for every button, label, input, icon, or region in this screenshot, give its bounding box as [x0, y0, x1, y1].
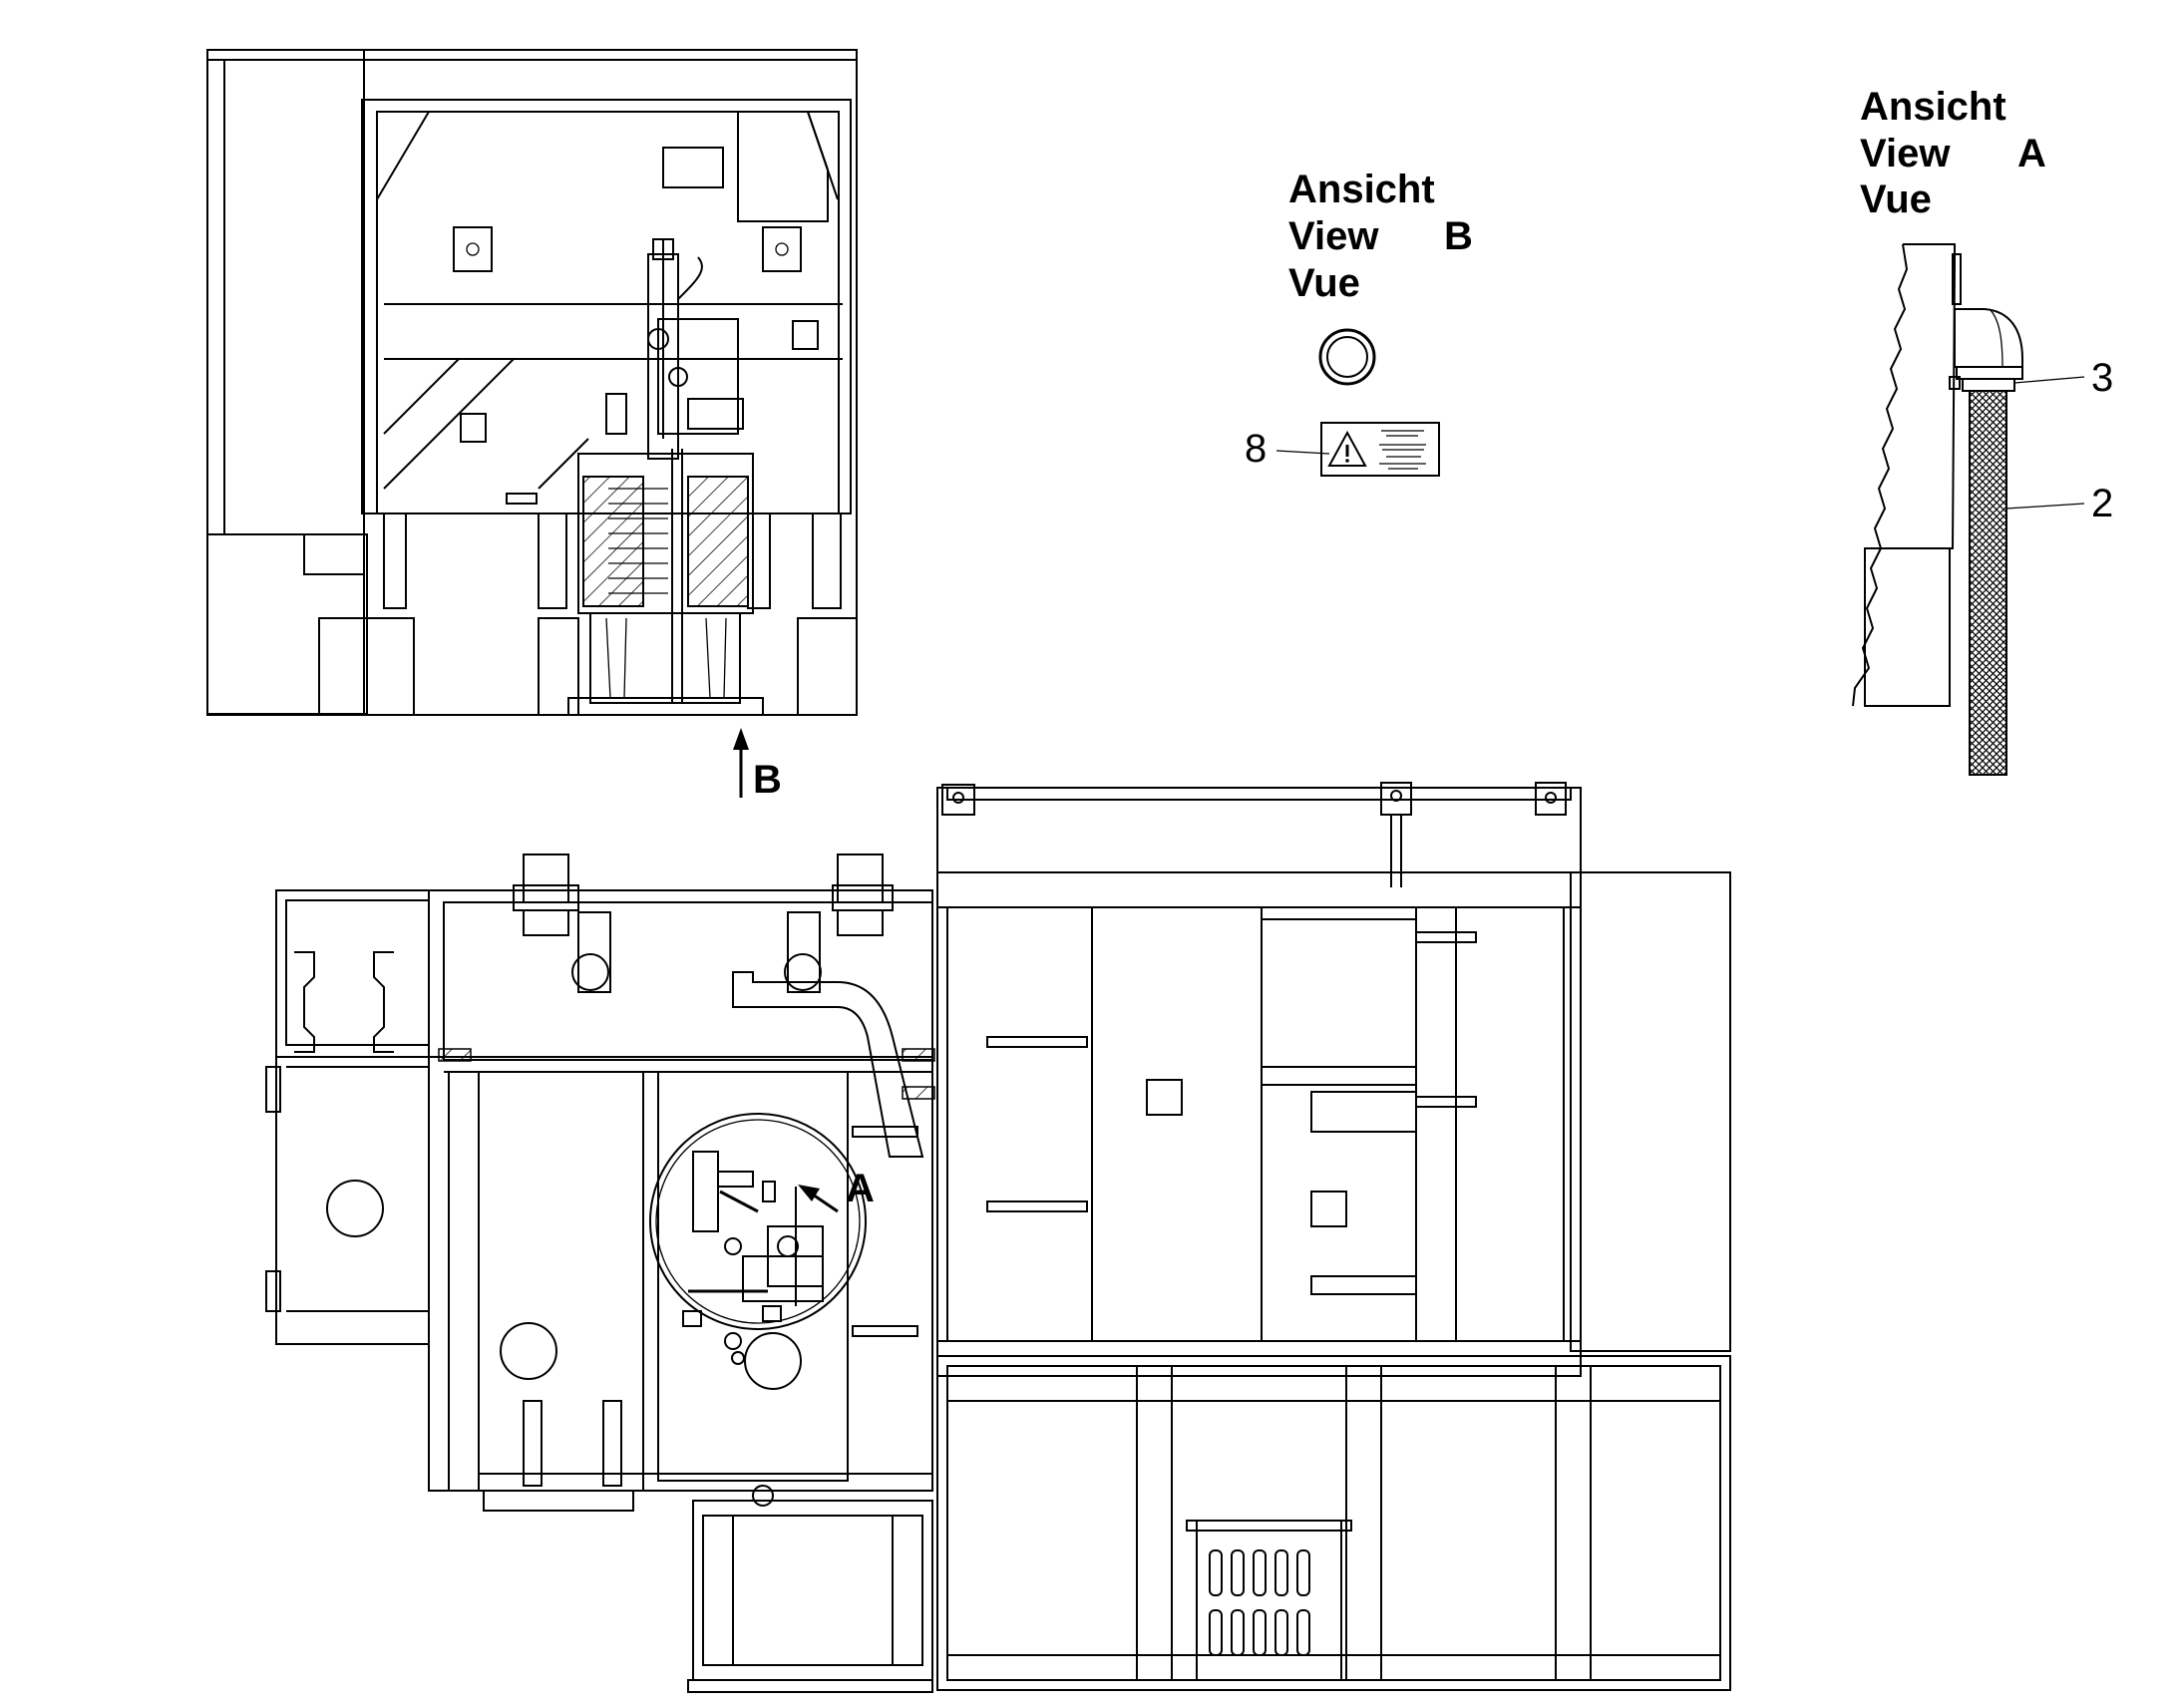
main-assembly — [265, 782, 1731, 1693]
view-a-arrow: A — [798, 1167, 875, 1213]
warning-label-plate — [1320, 422, 1440, 477]
view-b-title-line2: View — [1288, 214, 1379, 258]
view-b-title-line3: Vue — [1288, 261, 1360, 305]
view-a-title-line3: Vue — [1860, 177, 1932, 221]
view-a-title-letter: A — [2017, 132, 2046, 175]
arrow-a-letter: A — [846, 1167, 875, 1210]
view-b-title-letter: B — [1444, 214, 1473, 258]
view-a-title-line2: View — [1860, 132, 1951, 175]
view-b-arrow: B — [733, 728, 782, 802]
view-a-detail — [1852, 243, 2023, 776]
warning-triangle-icon — [1327, 430, 1367, 467]
callout-8: 8 — [1245, 427, 1267, 471]
arrow-b-letter: B — [753, 758, 782, 802]
view-b-detail — [206, 49, 858, 716]
view-a-title-line1: Ansicht — [1860, 85, 2006, 129]
callout-2: 2 — [2091, 482, 2113, 525]
ring-seal-icon — [1318, 328, 1376, 386]
callout-3: 3 — [2091, 356, 2113, 400]
view-b-title-line1: Ansicht — [1288, 168, 1435, 211]
